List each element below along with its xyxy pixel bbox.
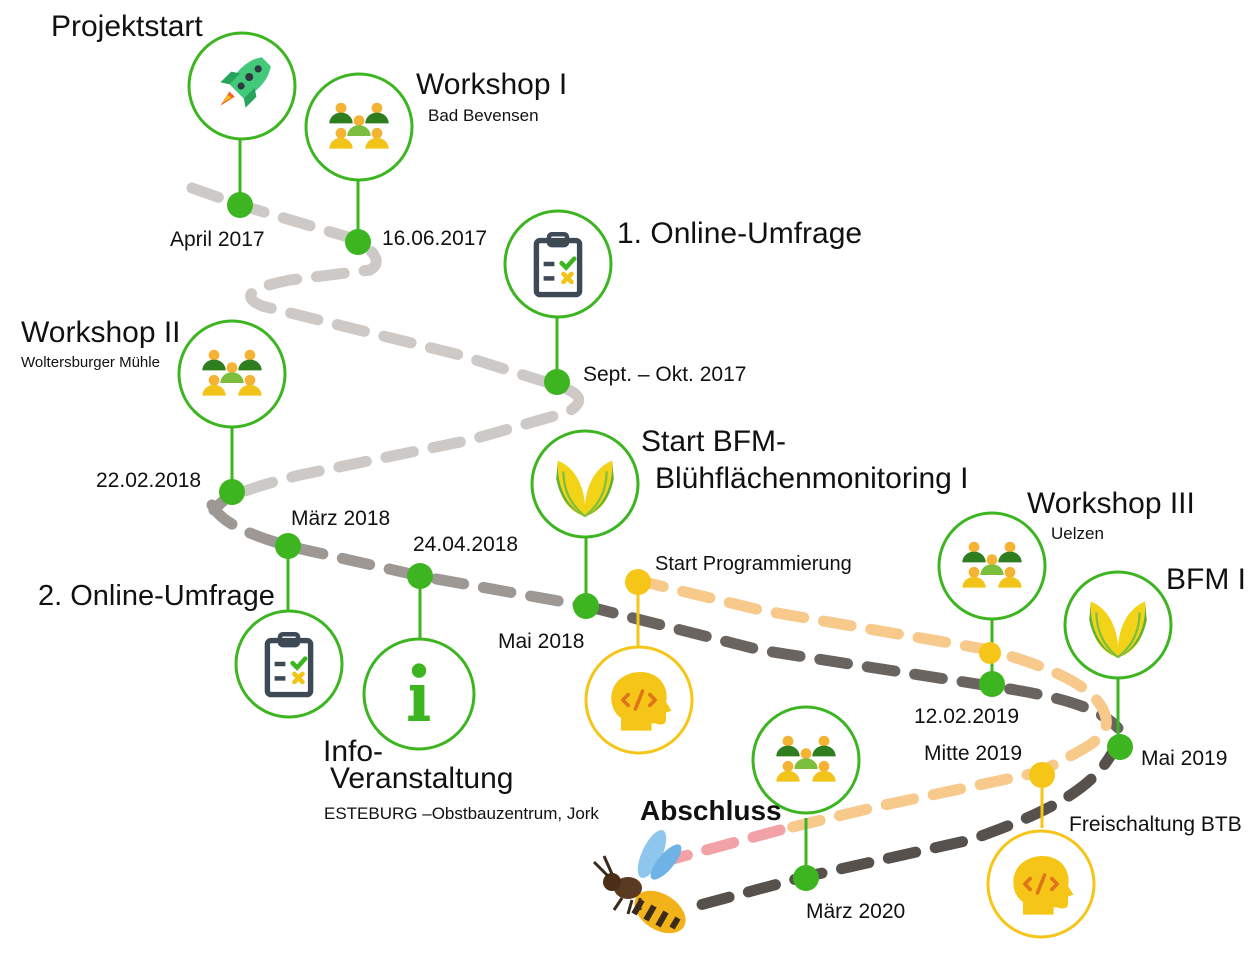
clipboard-checklist-icon-umfrage2 xyxy=(234,609,344,719)
umfrage1-title: 1. Online-Umfrage xyxy=(617,217,863,250)
abschluss-title: Abschluss xyxy=(640,795,782,826)
node-16-06-2017 xyxy=(345,229,371,255)
workshop1-date: 16.06.2017 xyxy=(382,227,488,250)
workshop1-subtitle: Bad Bevensen xyxy=(428,106,539,125)
leaf-icon-bfm2 xyxy=(1063,570,1173,680)
abschluss-date: März 2020 xyxy=(806,900,906,923)
bfm2-date: Mai 2019 xyxy=(1141,747,1228,770)
group-meeting-icon-workshop3 xyxy=(937,511,1047,621)
workshop3-subtitle: Uelzen xyxy=(1051,524,1104,543)
node-22-02-2018 xyxy=(219,479,245,505)
node-sept-2017 xyxy=(544,369,570,395)
clipboard-checklist-icon-umfrage1 xyxy=(503,209,613,319)
freischaltung-title: Freischaltung BTB xyxy=(1069,813,1242,836)
umfrage1-date: Sept. – Okt. 2017 xyxy=(583,363,747,386)
bfm2-title: BFM II xyxy=(1166,563,1248,596)
node-maerz-2018 xyxy=(275,533,301,559)
info-title-line2: Veranstaltung xyxy=(330,762,514,795)
group-meeting-icon-workshop2 xyxy=(177,319,287,429)
path-segment-2017 xyxy=(186,182,585,516)
node-start-programmierung xyxy=(625,569,651,595)
workshop1-title: Workshop I xyxy=(416,68,568,101)
node-maerz-2020 xyxy=(793,865,819,891)
path-programming xyxy=(630,574,1112,836)
leaf-icon-bfm1 xyxy=(530,429,640,539)
projektstart-date: April 2017 xyxy=(170,228,265,251)
info-icon xyxy=(362,637,476,751)
bee-icon xyxy=(592,830,686,934)
projektstart-title: Projektstart xyxy=(51,10,203,43)
path-programming-end xyxy=(656,824,786,868)
bfm1-title-line2: Blühflächenmonitoring I xyxy=(655,462,969,495)
group-meeting-icon-abschluss xyxy=(751,705,861,815)
workshop3-title: Workshop III xyxy=(1027,487,1195,520)
info-title-line1: Info- xyxy=(323,735,384,768)
umfrage2-date: März 2018 xyxy=(291,507,391,530)
group-meeting-icon-workshop1 xyxy=(304,72,414,182)
rocket-icon xyxy=(187,31,297,141)
info-subtitle: ESTEBURG –Obstbauzentrum, Jork xyxy=(324,804,599,823)
bfm1-title-line1: Start BFM- xyxy=(641,425,787,458)
workshop2-subtitle: Woltersburger Mühle xyxy=(21,354,160,371)
head-code-icon-programmierung xyxy=(584,645,694,755)
path-segment-2019 xyxy=(694,734,1124,911)
programmierung-title: Start Programmierung xyxy=(655,553,852,575)
workshop2-title: Workshop II xyxy=(21,316,181,349)
node-12-02-2019-orange xyxy=(979,642,1001,664)
freischaltung-date: Mitte 2019 xyxy=(924,742,1023,765)
umfrage2-title: 2. Online-Umfrage xyxy=(38,580,275,612)
info-date: 24.04.2018 xyxy=(413,533,519,556)
node-mai-2019 xyxy=(1107,734,1133,760)
bfm1-date: Mai 2018 xyxy=(498,630,585,653)
head-code-icon-freischaltung xyxy=(986,829,1096,939)
node-mai-2018 xyxy=(573,593,599,619)
node-24-04-2018 xyxy=(407,563,433,589)
node-mitte-2019 xyxy=(1029,762,1055,788)
workshop3-date: 12.02.2019 xyxy=(914,705,1020,728)
node-12-02-2019 xyxy=(979,671,1005,697)
node-april-2017 xyxy=(227,192,253,218)
workshop2-date: 22.02.2018 xyxy=(96,469,202,492)
